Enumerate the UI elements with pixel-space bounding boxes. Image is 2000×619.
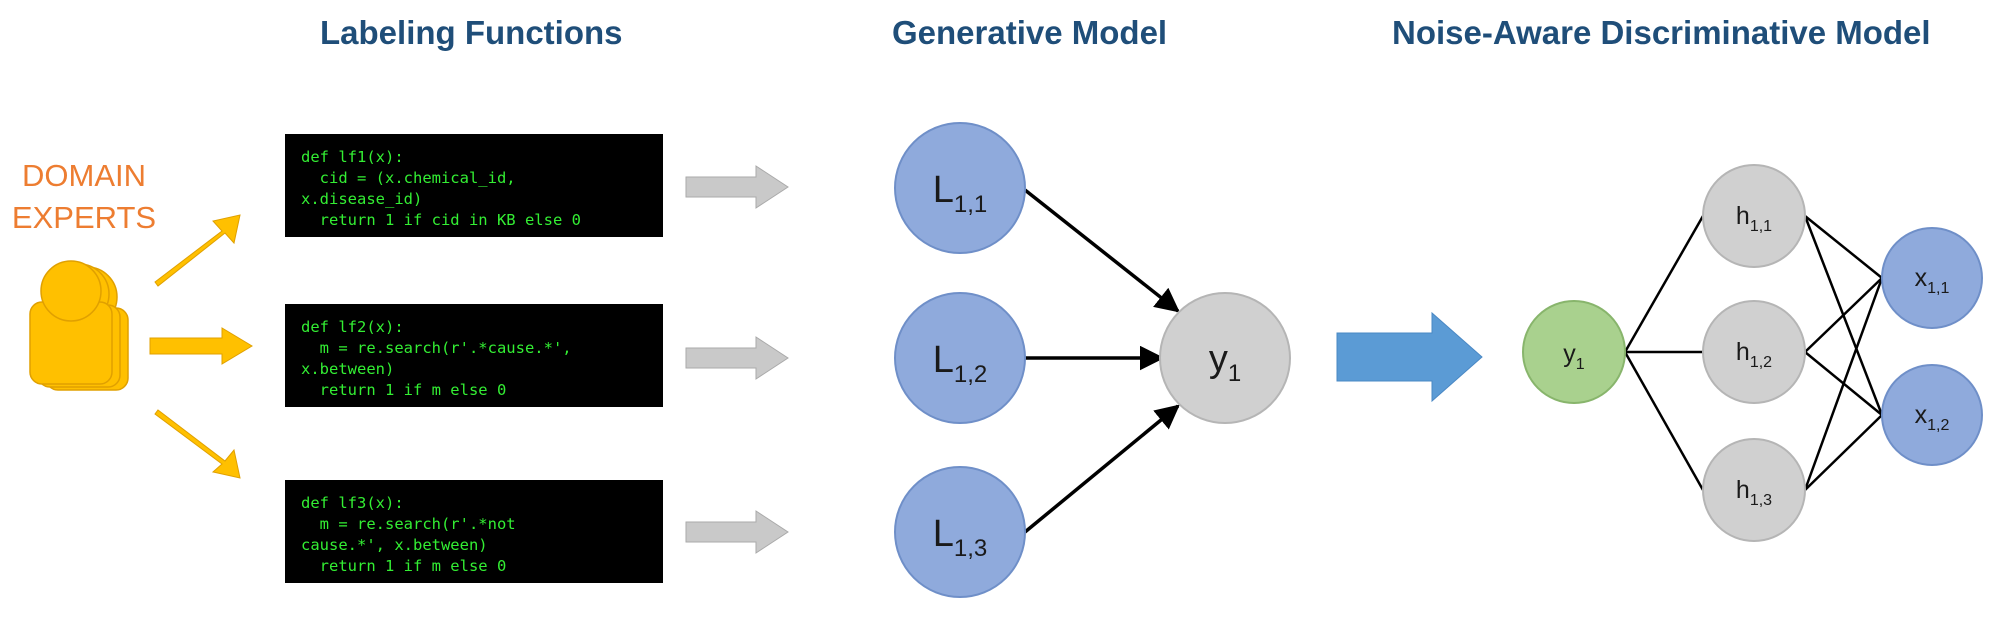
svg-text:h1,1: h1,1 [1736, 202, 1772, 235]
node-h13-base: h [1736, 476, 1750, 504]
lf1-output-arrow-icon [685, 165, 789, 209]
lf3-output-arrow-icon [685, 510, 789, 554]
svg-text:x1,2: x1,2 [1915, 401, 1950, 434]
discriminative-edges [1623, 215, 1884, 491]
node-h12: h1,2 [1702, 300, 1806, 404]
heading-labeling-functions: Labeling Functions [320, 14, 623, 51]
node-x11-base: x [1915, 264, 1928, 292]
svg-text:L1,2: L1,2 [933, 339, 988, 388]
domain-experts-label: DOMAIN EXPERTS [0, 155, 168, 239]
node-x12-sub: 1,2 [1927, 417, 1949, 434]
expert-arrow-up-icon [154, 214, 241, 287]
node-h12-base: h [1736, 338, 1750, 366]
edge-L13-y1 [1023, 404, 1180, 534]
node-L13-sub: 1,3 [954, 535, 987, 562]
node-L12-base: L [933, 339, 954, 381]
domain-experts-person-icon [29, 260, 129, 391]
node-L13-base: L [933, 513, 954, 555]
svg-text:L1,3: L1,3 [933, 513, 988, 562]
svg-text:y1: y1 [1209, 338, 1241, 387]
svg-text:h1,2: h1,2 [1736, 338, 1772, 371]
svg-text:x1,1: x1,1 [1915, 264, 1950, 297]
experts-label-line-2: EXPERTS [11, 200, 157, 235]
node-generative-y1: y1 [1159, 292, 1291, 424]
node-h12-sub: 1,2 [1750, 354, 1772, 371]
edge-L11-y1 [1023, 188, 1180, 313]
node-h11: h1,1 [1702, 164, 1806, 268]
node-L12: L1,2 [894, 292, 1026, 424]
node-h11-base: h [1736, 202, 1750, 230]
svg-text:h1,3: h1,3 [1736, 476, 1772, 509]
expert-arrow-right-icon [149, 327, 253, 365]
node-L13: L1,3 [894, 466, 1026, 598]
node-discriminative-y1-sub: 1 [1576, 356, 1585, 373]
node-x12-base: x [1915, 401, 1928, 429]
node-L12-sub: 1,2 [954, 361, 987, 388]
svg-text:y1: y1 [1563, 340, 1585, 373]
model-transition-arrow-icon [1336, 311, 1483, 403]
heading-discriminative-model: Noise-Aware Discriminative Model [1392, 14, 1931, 51]
node-discriminative-y1: y1 [1522, 300, 1626, 404]
svg-text:L1,1: L1,1 [933, 169, 988, 218]
node-x11-sub: 1,1 [1927, 280, 1949, 297]
node-generative-y1-sub: 1 [1228, 360, 1241, 387]
labeling-function-1-code: def lf1(x): cid = (x.chemical_id, x.dise… [285, 134, 663, 237]
experts-label-line-1: DOMAIN [22, 158, 146, 193]
labeling-function-2-code: def lf2(x): m = re.search(r'.*cause.*', … [285, 304, 663, 407]
labeling-function-3-code: def lf3(x): m = re.search(r'.*not cause.… [285, 480, 663, 583]
expert-arrow-down-icon [154, 409, 241, 479]
node-discriminative-y1-base: y [1563, 340, 1576, 368]
node-generative-y1-base: y [1209, 338, 1228, 380]
node-h13-sub: 1,3 [1750, 492, 1772, 509]
node-h13: h1,3 [1702, 438, 1806, 542]
heading-generative-model: Generative Model [892, 14, 1168, 51]
node-x11: x1,1 [1881, 227, 1983, 329]
node-L11-sub: 1,1 [954, 191, 987, 218]
node-h11-sub: 1,1 [1750, 218, 1772, 235]
node-x12: x1,2 [1881, 364, 1983, 466]
lf2-output-arrow-icon [685, 336, 789, 380]
node-L11: L1,1 [894, 122, 1026, 254]
node-L11-base: L [933, 169, 954, 211]
